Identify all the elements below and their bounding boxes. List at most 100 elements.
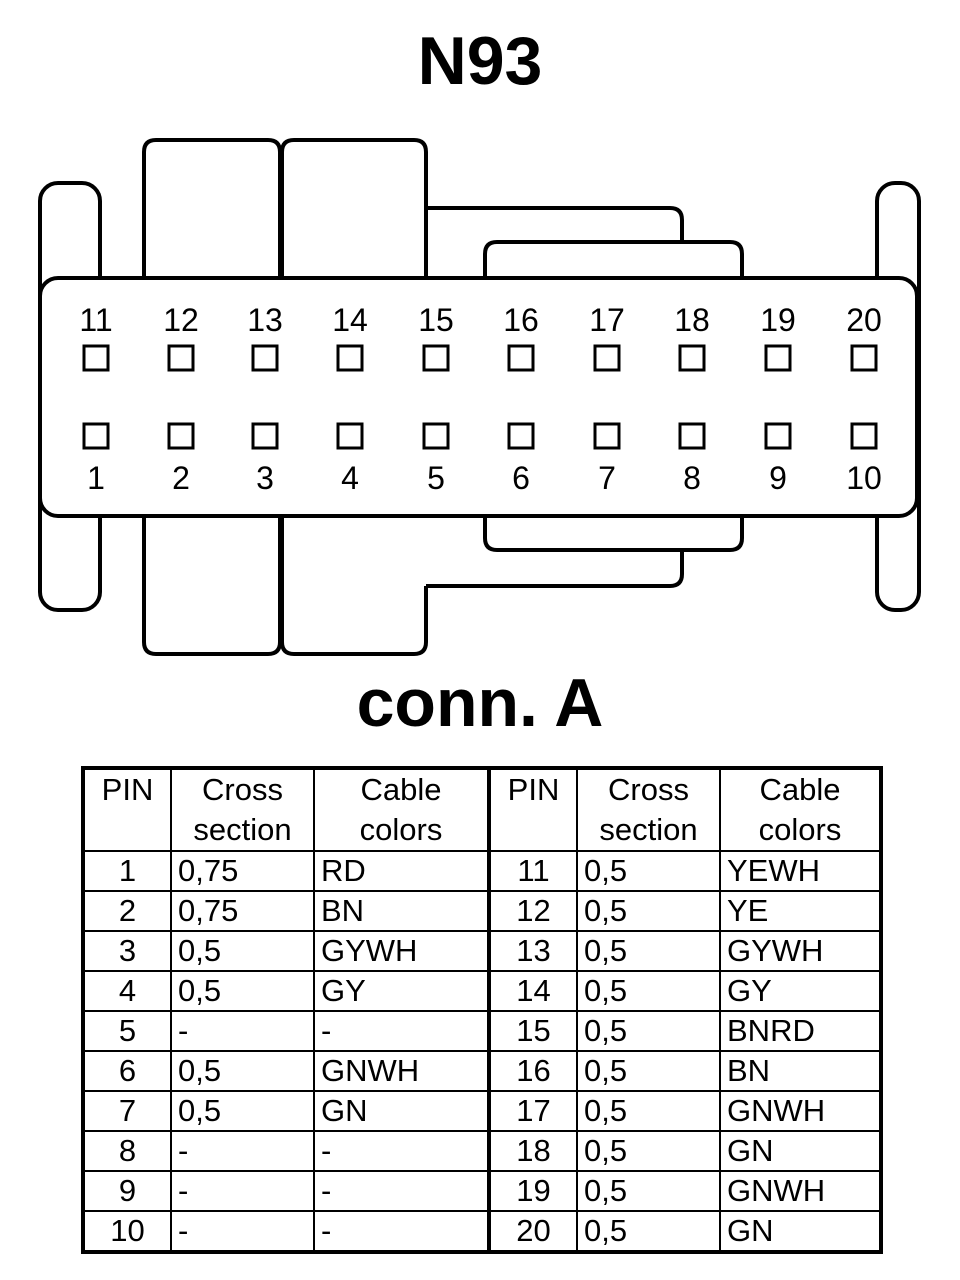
pin-cell: 20 (487, 1210, 578, 1253)
pin-socket (336, 344, 364, 372)
pin-cell: 19 (487, 1170, 578, 1212)
pin-cell: 12 (487, 890, 578, 932)
pin-cell: 14 (487, 970, 578, 1012)
cable-color-cell: GY (719, 970, 882, 1012)
cross-section-cell: 0,5 (576, 890, 721, 932)
header-pin-2: PIN (487, 767, 578, 852)
cross-section-cell: 0,5 (170, 1050, 315, 1092)
pin-cell: 6 (82, 1050, 172, 1092)
pin-number-label: 18 (674, 302, 710, 338)
cable-color-cell: GY (313, 970, 490, 1012)
top-block-1 (142, 138, 282, 278)
cable-color-cell: GN (719, 1210, 882, 1253)
pin-socket (593, 344, 621, 372)
pin-cell: 18 (487, 1130, 578, 1172)
pin-cell: 9 (82, 1170, 172, 1212)
cable-color-cell: GN (313, 1090, 490, 1132)
pin-socket (422, 422, 450, 450)
cross-section-cell: 0,75 (170, 890, 315, 932)
bottom-block-1 (142, 516, 282, 656)
cross-section-cell: 0,5 (576, 1130, 721, 1172)
pin-cell: 11 (487, 850, 578, 892)
pin-cell: 16 (487, 1050, 578, 1092)
cross-section-cell: 0,5 (170, 1090, 315, 1132)
pin-cell: 3 (82, 930, 172, 972)
pin-number-label: 9 (769, 460, 787, 496)
cross-section-cell: 0,75 (170, 850, 315, 892)
pin-number-label: 19 (760, 302, 796, 338)
pin-socket (593, 422, 621, 450)
pin-cell: 2 (82, 890, 172, 932)
diagram-title: N93 (417, 23, 543, 99)
pin-number-label: 14 (332, 302, 368, 338)
top-step-1 (426, 206, 684, 242)
pin-socket (678, 422, 706, 450)
pin-cell: 4 (82, 970, 172, 1012)
pin-socket (336, 422, 364, 450)
pin-number-label: 15 (418, 302, 454, 338)
pin-number-label: 3 (256, 460, 274, 496)
cross-section-cell: - (170, 1130, 315, 1172)
top-block-2 (280, 138, 428, 278)
cross-section-cell: 0,5 (576, 970, 721, 1012)
cross-section-cell: 0,5 (170, 970, 315, 1012)
pin-number-label: 16 (503, 302, 539, 338)
cable-color-cell: BNRD (719, 1010, 882, 1052)
pin-socket (507, 344, 535, 372)
connector-label: conn. A (356, 665, 604, 741)
pin-socket (251, 422, 279, 450)
pin-socket (82, 344, 110, 372)
header-pin: PIN (82, 767, 172, 852)
pin-cell: 8 (82, 1130, 172, 1172)
bottom-block-2 (280, 516, 428, 656)
pin-socket (167, 422, 195, 450)
cross-section-cell: 0,5 (576, 930, 721, 972)
cable-color-cell: GYWH (719, 930, 882, 972)
pin-number-label: 12 (163, 302, 199, 338)
pin-socket (764, 344, 792, 372)
cable-color-cell: YEWH (719, 850, 882, 892)
cable-color-cell: - (313, 1210, 490, 1253)
bottom-step-2 (483, 516, 744, 552)
cross-section-cell: - (170, 1010, 315, 1052)
cable-color-cell: GNWH (313, 1050, 490, 1092)
cable-color-cell: YE (719, 890, 882, 932)
cross-section-cell: - (170, 1210, 315, 1253)
cross-section-cell: 0,5 (576, 1050, 721, 1092)
cross-section-cell: 0,5 (576, 1210, 721, 1253)
cross-section-cell: 0,5 (576, 850, 721, 892)
connector-body (38, 276, 919, 518)
pin-number-label: 17 (589, 302, 625, 338)
pin-number-label: 11 (79, 302, 112, 338)
cable-color-cell: GN (719, 1130, 882, 1172)
pin-socket (764, 422, 792, 450)
cable-color-cell: - (313, 1170, 490, 1212)
pin-socket (167, 344, 195, 372)
pin-cell: 7 (82, 1090, 172, 1132)
pin-cell: 10 (82, 1210, 172, 1253)
pin-number-label: 20 (846, 302, 882, 338)
cross-section-cell: 0,5 (576, 1090, 721, 1132)
pin-number-label: 7 (598, 460, 616, 496)
cable-color-cell: - (313, 1010, 490, 1052)
pin-socket (422, 344, 450, 372)
cable-color-cell: BN (719, 1050, 882, 1092)
pin-socket (82, 422, 110, 450)
pin-number-label: 5 (427, 460, 445, 496)
pin-socket (507, 422, 535, 450)
